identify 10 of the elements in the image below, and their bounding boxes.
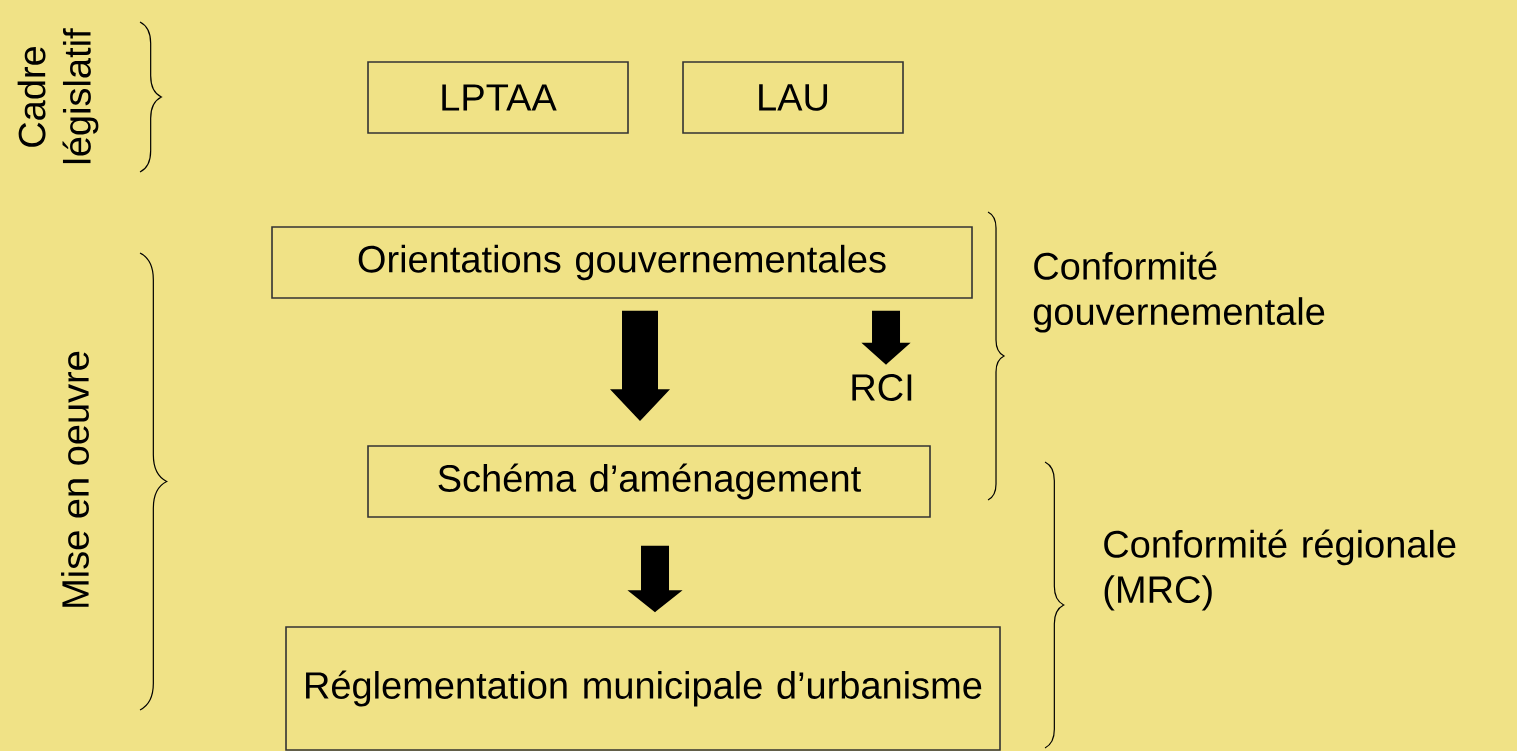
side-label: Cadre législatif xyxy=(17,28,99,164)
process-box: LAU xyxy=(682,61,904,134)
process-box: Réglementation municipale d’urbanisme xyxy=(285,626,1001,751)
process-box: Schéma d’aménagement xyxy=(367,445,931,518)
process-box: LPTAA xyxy=(367,61,629,134)
node-label: RCI xyxy=(852,374,912,401)
side-label: Mise en oeuvre xyxy=(61,351,89,607)
side-label: Conformité gouvernementale xyxy=(1033,251,1325,333)
side-label: Conformité régionale (MRC) xyxy=(1104,529,1456,611)
process-box: Orientations gouvernementales xyxy=(271,226,973,299)
